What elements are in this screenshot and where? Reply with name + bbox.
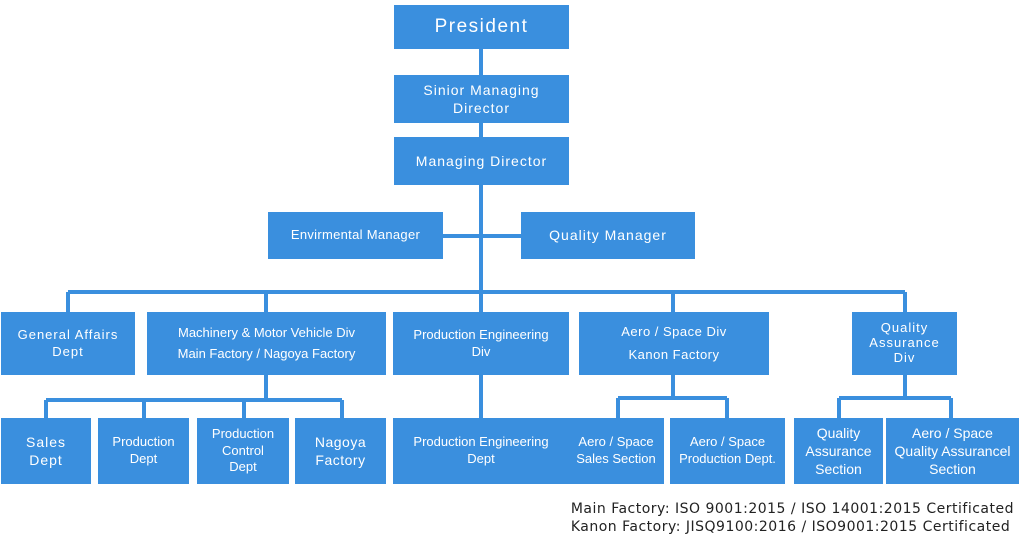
production-dept-box: Production Dept <box>98 418 189 484</box>
production-dept-label: Production Dept <box>112 434 175 466</box>
aero-space-production-dept-label: Aero / Space Production Dept. <box>679 434 776 466</box>
environmental-manager-box: Envirmental Manager <box>268 212 443 259</box>
aero-space-qa-section-box: Aero / Space Quality Assurancel Section <box>886 418 1019 484</box>
nagoya-factory-label: Nagoya Factory <box>314 433 367 468</box>
production-engineering-dept-box: Production Engineering Dept <box>393 418 569 484</box>
quality-manager-box: Quality Manager <box>521 212 695 259</box>
president-label: President <box>434 15 529 37</box>
quality-manager-label: Quality Manager <box>549 227 667 244</box>
machinery-motor-vehicle-div-label: Machinery & Motor Vehicle Div Main Facto… <box>177 324 356 361</box>
quality-assurance-div-box: Quality Assurance Div <box>852 312 957 375</box>
general-affairs-dept-box: General Affairs Dept <box>1 312 135 375</box>
sales-dept-label: Sales Dept <box>25 433 67 468</box>
environmental-manager-label: Envirmental Manager <box>290 227 421 243</box>
aero-space-production-dept-box: Aero / Space Production Dept. <box>670 418 785 484</box>
president-box: President <box>394 5 569 49</box>
production-engineering-div-label: Production Engineering Div <box>413 326 549 359</box>
quality-assurance-section-label: Quality Assurance Section <box>805 424 872 478</box>
production-control-dept-label: Production Control Dept <box>211 425 275 475</box>
managing-director-box: Managing Director <box>394 137 569 185</box>
main-factory-certification: Main Factory: ISO 9001:2015 / ISO 14001:… <box>570 501 1014 517</box>
aero-space-sales-section-label: Aero / Space Sales Section <box>576 434 656 466</box>
nagoya-factory-box: Nagoya Factory <box>295 418 386 484</box>
quality-assurance-div-label: Quality Assurance Div <box>869 320 940 365</box>
production-engineering-div-box: Production Engineering Div <box>393 312 569 375</box>
aero-space-qa-section-label: Aero / Space Quality Assurancel Section <box>894 424 1011 478</box>
sales-dept-box: Sales Dept <box>1 418 91 484</box>
senior-managing-director-label: Sinior Managing Director <box>423 81 540 116</box>
production-control-dept-box: Production Control Dept <box>197 418 289 484</box>
managing-director-label: Managing Director <box>415 152 548 169</box>
aero-space-div-box: Aero / Space Div Kanon Factory <box>579 312 769 375</box>
aero-space-div-label: Aero / Space Div Kanon Factory <box>621 324 727 362</box>
certification-notes: Main Factory: ISO 9001:2015 / ISO 14001:… <box>571 500 1014 536</box>
aero-space-sales-section-box: Aero / Space Sales Section <box>568 418 664 484</box>
quality-assurance-section-box: Quality Assurance Section <box>794 418 883 484</box>
general-affairs-dept-label: General Affairs Dept <box>17 326 119 359</box>
production-engineering-dept-label: Production Engineering Dept <box>413 434 549 466</box>
machinery-motor-vehicle-div-box: Machinery & Motor Vehicle Div Main Facto… <box>147 312 386 375</box>
kanon-factory-certification: Kanon Factory: JISQ9100:2016 / ISO9001:2… <box>570 519 1011 535</box>
senior-managing-director-box: Sinior Managing Director <box>394 75 569 123</box>
